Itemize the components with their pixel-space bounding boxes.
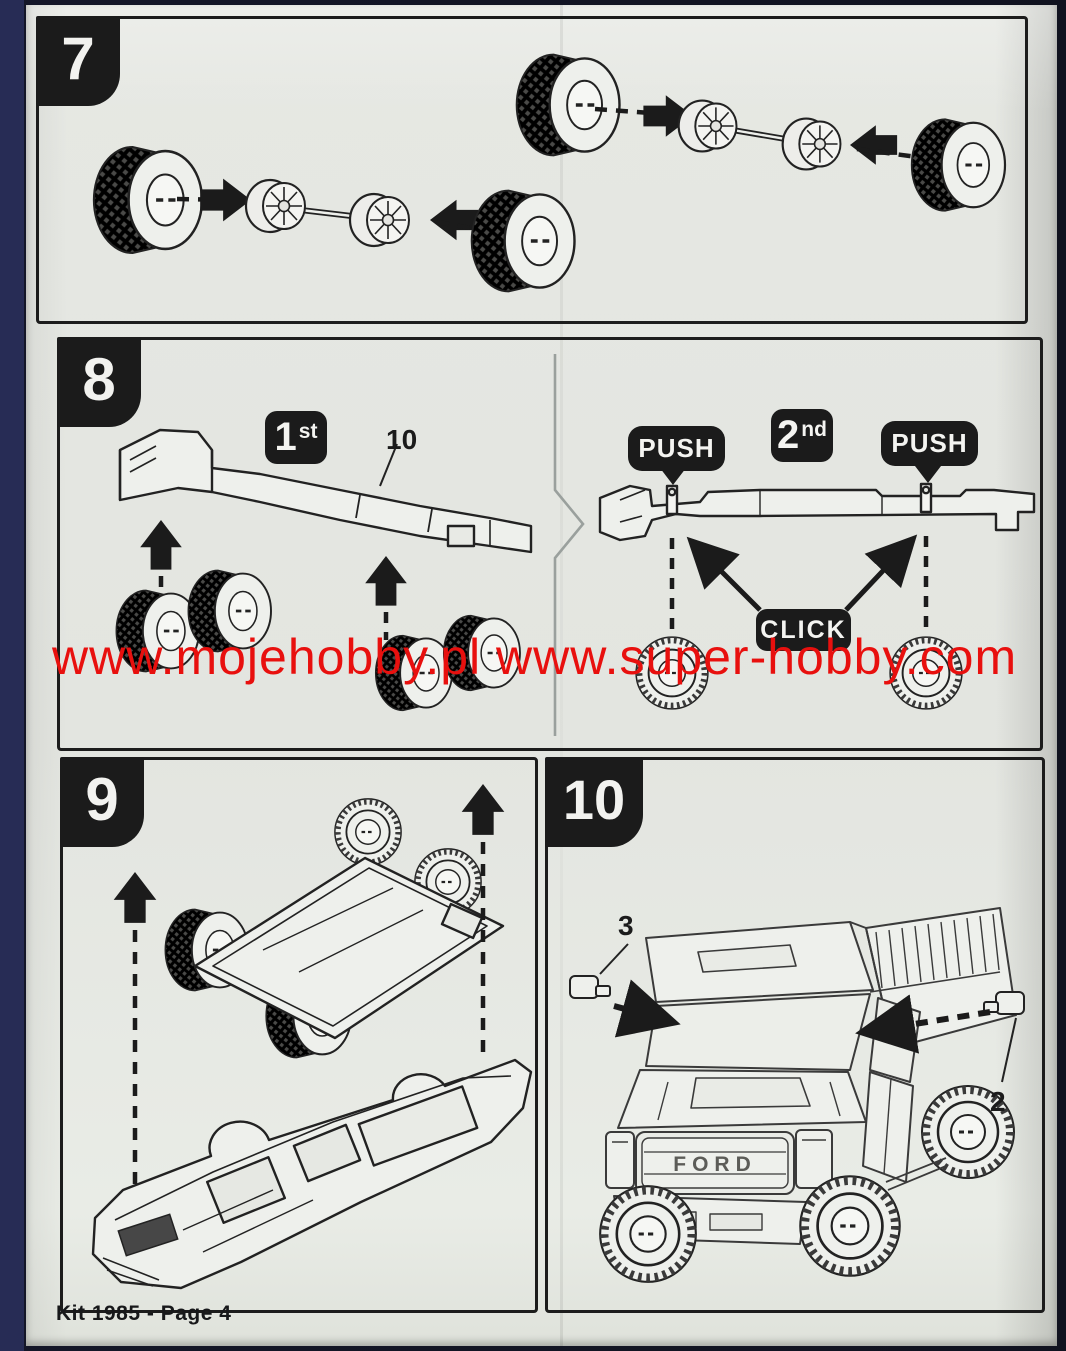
step9-number: 9 (85, 765, 119, 833)
second-order-number: 2 (777, 413, 800, 457)
continuation-divider (553, 354, 585, 736)
arrow-right-icon (200, 178, 251, 222)
push-badge-right: PUSH (881, 421, 978, 466)
step-number-badge-7: 7 (36, 16, 120, 106)
arrow-up-icon (140, 520, 182, 570)
attach-arrow-right (855, 994, 991, 1054)
step-number-badge-10: 10 (545, 757, 643, 847)
step7-number: 7 (61, 24, 95, 92)
wheel-axle-assembly (114, 569, 273, 673)
attach-arrow-left (613, 979, 681, 1038)
panel-step7: 7 (36, 16, 1028, 324)
click-badge: CLICK (756, 609, 851, 651)
chassis-side-view (598, 482, 1036, 542)
axle-assembly (677, 99, 842, 171)
step10-illustration: FORD (569, 907, 1025, 1310)
arrow-left-icon (850, 125, 898, 165)
chassis-top-view (118, 428, 533, 554)
step10-number: 10 (562, 767, 626, 831)
part-3-label: 3 (618, 910, 634, 941)
inverted-body (91, 1058, 533, 1290)
step-number-badge-9: 9 (60, 757, 144, 847)
paper-crease (560, 5, 563, 1346)
first-order-suffix: st (298, 420, 318, 443)
arrow-up-icon (461, 784, 505, 835)
step8-number: 8 (82, 345, 116, 413)
axle-assembly (244, 178, 411, 248)
first-order-number: 1 (274, 415, 297, 459)
part-2-label: 2 (990, 1086, 1006, 1117)
step-number-badge-8: 8 (57, 337, 141, 427)
tire-icon (514, 52, 622, 158)
step7-illustration (92, 52, 1007, 294)
second-order-suffix: nd (801, 418, 827, 441)
arrow-up-icon (365, 556, 407, 606)
wheel-icon (600, 1186, 696, 1282)
part-10-label: 10 (386, 424, 418, 455)
chassis-with-wheels (163, 799, 505, 1059)
watermark-text: www.mojehobby.pl www.super-hobby.com (52, 629, 1018, 685)
step9-illustration (91, 784, 533, 1290)
arrow-up-icon (113, 872, 157, 923)
step8-illustration (114, 354, 1036, 736)
footer-text: Kit 1985 - Page 4 (56, 1302, 232, 1325)
wheel-icon (800, 1176, 899, 1275)
grille-text: FORD (673, 1153, 757, 1176)
panel-step10: 10 3 2 (545, 757, 1045, 1313)
wheel-axle-assembly (374, 614, 522, 712)
mirror-part-left (569, 975, 611, 999)
grille-slot (117, 1213, 179, 1257)
panel-step9: 9 (60, 757, 538, 1313)
tire-icon (910, 117, 1007, 213)
tire-icon (469, 188, 577, 294)
push-badge-left: PUSH (628, 426, 725, 471)
